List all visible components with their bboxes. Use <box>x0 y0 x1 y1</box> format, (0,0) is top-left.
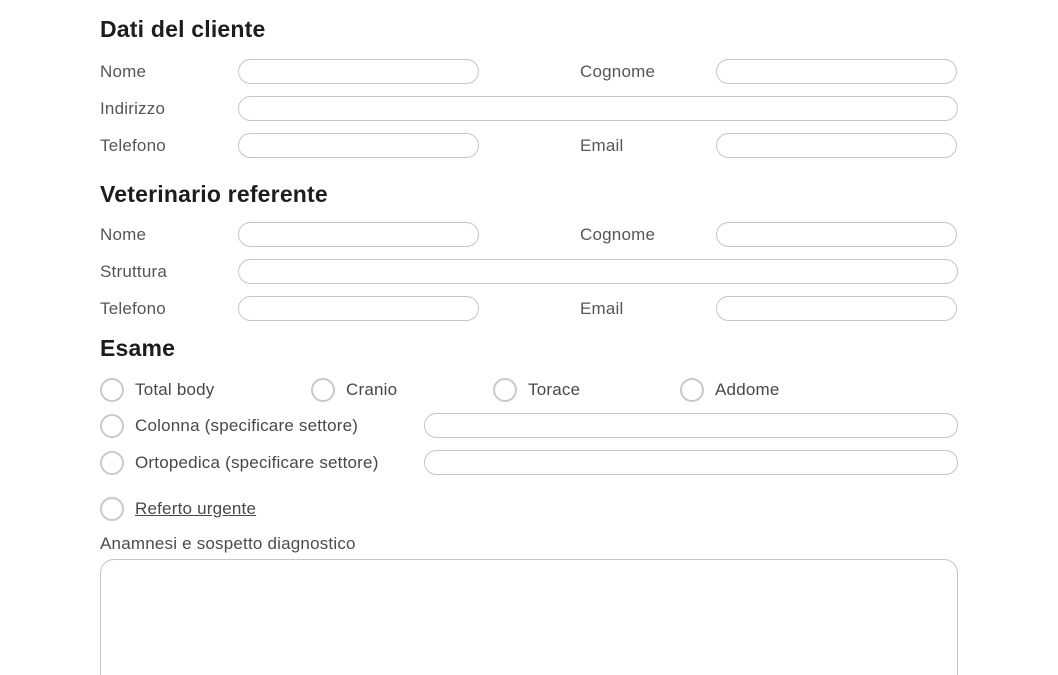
client-indirizzo-label: Indirizzo <box>100 98 166 118</box>
vet-nome-label: Nome <box>100 224 147 244</box>
vet-cognome-label: Cognome <box>580 224 656 244</box>
anamnesi-label: Anamnesi e sospetto diagnostico <box>100 534 356 553</box>
referto-urgente-radio[interactable] <box>100 496 124 521</box>
section-title-client: Dati del cliente <box>100 16 266 42</box>
colonna-radio[interactable] <box>100 413 124 438</box>
total-body-label: Total body <box>135 379 215 399</box>
client-cognome-label: Cognome <box>580 61 656 81</box>
client-rows: Nome Cognome Indirizzo Telefono Email <box>100 59 958 158</box>
exam-request-form: Dati del cliente Nome Cognome Indirizzo … <box>0 16 1058 675</box>
total-body-radio[interactable] <box>100 377 124 402</box>
vet-telefono-label: Telefono <box>100 298 166 318</box>
vet-struttura-input[interactable] <box>238 259 958 284</box>
client-row-telefono-email: Telefono Email <box>100 133 958 158</box>
radio-option-colonna[interactable]: Colonna (specificare settore) <box>100 413 424 438</box>
torace-label: Torace <box>528 379 581 399</box>
vet-row-struttura: Struttura <box>100 259 958 284</box>
vet-struttura-label: Struttura <box>100 261 167 281</box>
ortopedica-radio[interactable] <box>100 450 124 475</box>
colonna-settore-input[interactable] <box>424 413 958 438</box>
client-telefono-label: Telefono <box>100 135 166 155</box>
cranio-radio[interactable] <box>311 377 335 402</box>
client-row-nome-cognome: Nome Cognome <box>100 59 958 84</box>
client-nome-input[interactable] <box>238 59 479 84</box>
anamnesi-textarea[interactable] <box>100 559 958 675</box>
radio-option-ortopedica[interactable]: Ortopedica (specificare settore) <box>100 450 424 475</box>
exam-type-options: Total body Cranio Torace Addome <box>100 377 958 402</box>
cranio-label: Cranio <box>346 379 398 399</box>
radio-option-addome[interactable]: Addome <box>680 377 780 402</box>
radio-option-referto-urgente[interactable]: Referto urgente <box>100 496 257 521</box>
vet-email-input[interactable] <box>716 296 957 321</box>
vet-rows: Nome Cognome Struttura Telefono Email <box>100 222 958 321</box>
vet-row-nome-cognome: Nome Cognome <box>100 222 958 247</box>
client-telefono-input[interactable] <box>238 133 479 158</box>
client-email-input[interactable] <box>716 133 957 158</box>
section-title-exam: Esame <box>100 335 176 361</box>
radio-option-torace[interactable]: Torace <box>493 377 680 402</box>
client-row-indirizzo: Indirizzo <box>100 96 958 121</box>
colonna-label: Colonna (specificare settore) <box>135 415 359 435</box>
torace-radio[interactable] <box>493 377 517 402</box>
addome-label: Addome <box>715 379 780 399</box>
section-title-vet: Veterinario referente <box>100 181 328 207</box>
addome-radio[interactable] <box>680 377 704 402</box>
vet-nome-input[interactable] <box>238 222 479 247</box>
client-nome-label: Nome <box>100 61 147 81</box>
colonna-row: Colonna (specificare settore) <box>100 413 958 438</box>
vet-cognome-input[interactable] <box>716 222 957 247</box>
radio-option-total-body[interactable]: Total body <box>100 377 311 402</box>
vet-telefono-input[interactable] <box>238 296 479 321</box>
vet-email-label: Email <box>580 298 624 318</box>
ortopedica-label: Ortopedica (specificare settore) <box>135 452 379 472</box>
vet-row-telefono-email: Telefono Email <box>100 296 958 321</box>
client-cognome-input[interactable] <box>716 59 957 84</box>
client-indirizzo-input[interactable] <box>238 96 958 121</box>
urgent-row: Referto urgente <box>100 496 958 521</box>
referto-urgente-label[interactable]: Referto urgente <box>135 498 257 518</box>
client-email-label: Email <box>580 135 624 155</box>
ortopedica-row: Ortopedica (specificare settore) <box>100 450 958 475</box>
radio-option-cranio[interactable]: Cranio <box>311 377 493 402</box>
ortopedica-settore-input[interactable] <box>424 450 958 475</box>
